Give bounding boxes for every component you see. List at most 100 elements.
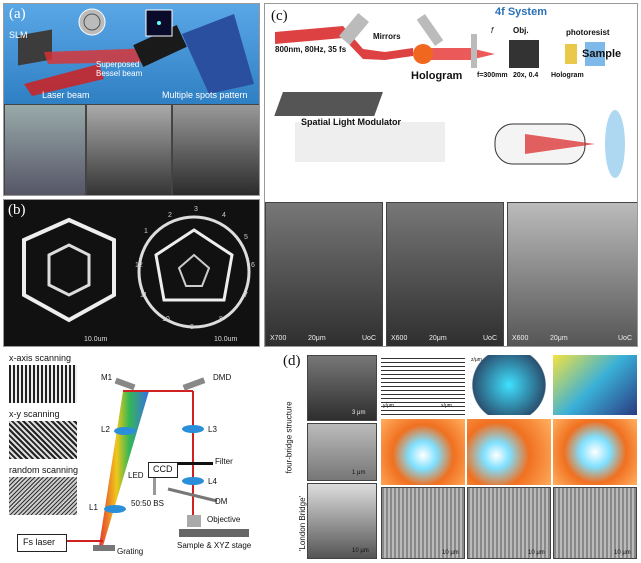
laser-label: Laser beam bbox=[42, 90, 90, 100]
bs-label: 50:50 BS bbox=[131, 499, 164, 508]
sample-label: Sample bbox=[582, 48, 622, 60]
sem-lab: UoC bbox=[618, 335, 633, 342]
grating-label: Grating bbox=[117, 547, 144, 556]
dm-label: DM bbox=[215, 497, 228, 506]
intensity-map bbox=[467, 419, 551, 485]
sem-image: X700 20μm UoC bbox=[265, 202, 383, 346]
sem-image: X600 20μm UoC bbox=[386, 202, 504, 346]
axis-x-label: x/μm bbox=[441, 403, 452, 409]
spots-label: Multiple spots pattern bbox=[162, 90, 248, 100]
scale-label: 10 μm bbox=[614, 550, 631, 556]
photoresist-label: photoresist bbox=[566, 28, 610, 37]
lattice-cube-sem: 10 μm bbox=[553, 487, 637, 559]
sem-lab: UoC bbox=[483, 335, 498, 342]
london-bridge-sem: 10 μm bbox=[307, 483, 377, 559]
panel-b-label: (b) bbox=[8, 202, 26, 218]
vertex-number: 10 bbox=[162, 316, 170, 323]
vertex-number: 9 bbox=[190, 324, 194, 331]
panel-c-label: (c) bbox=[271, 8, 288, 24]
pattern-label: x-axis scanning bbox=[9, 353, 72, 363]
panel-a-optics bbox=[18, 8, 254, 96]
intensity-map bbox=[381, 419, 465, 485]
hologram-small-label: Hologram bbox=[551, 72, 584, 79]
stage-label: Sample & XYZ stage bbox=[177, 541, 252, 550]
panel-c: (c) 800nm, 80Hz, 35 fs Mirrors 4f System… bbox=[264, 3, 638, 347]
obj-label: Obj. bbox=[513, 26, 529, 35]
row-label-four-bridge: four-bridge structure bbox=[284, 401, 294, 474]
filter-label: Filter bbox=[215, 457, 233, 466]
vertex-number: 5 bbox=[244, 234, 248, 241]
l4-label: L4 bbox=[208, 477, 217, 486]
vertex-number: 8 bbox=[219, 316, 223, 323]
vertex-number: 4 bbox=[222, 212, 226, 219]
hologram-label: Hologram bbox=[411, 70, 463, 82]
panel-a-label: (a) bbox=[9, 6, 26, 22]
vertex-number: 1 bbox=[144, 228, 148, 235]
sem-scale: 20μm bbox=[429, 335, 447, 342]
scale-label: 10 μm bbox=[352, 548, 369, 554]
lattice-cube-sem: 10 μm bbox=[467, 487, 551, 559]
ccd-label: CCD bbox=[153, 464, 173, 474]
sem-scale: 20μm bbox=[550, 335, 568, 342]
pattern-label: x-y scanning bbox=[9, 409, 60, 419]
vertex-number: 3 bbox=[194, 206, 198, 213]
obj-value: 20x, 0.4 bbox=[513, 72, 539, 79]
vertex-number: 6 bbox=[251, 262, 255, 269]
panel-a: (a) SLM Superposed Bessel beam Laser bea… bbox=[3, 3, 260, 196]
scale-label: 10 μm bbox=[442, 550, 459, 556]
sem-lab: UoC bbox=[362, 335, 377, 342]
l2-label: L2 bbox=[101, 425, 110, 434]
sem-mag: X600 bbox=[391, 335, 408, 342]
slm-label: SLM bbox=[9, 30, 28, 40]
sem-mag: X700 bbox=[270, 335, 287, 342]
l3-label: L3 bbox=[208, 425, 217, 434]
dmd-label: DMD bbox=[213, 373, 232, 382]
panel-b-scale-left: 10.0um bbox=[84, 336, 108, 343]
scale-label: 1 μm bbox=[352, 470, 366, 476]
axis-y-label: y/μm bbox=[383, 403, 394, 409]
system-label: 4f System bbox=[495, 6, 547, 18]
scale-label: 3 μm bbox=[352, 410, 366, 416]
panel-d: (d) four-bridge structure 'London Bridge… bbox=[283, 351, 638, 560]
pattern-image bbox=[9, 421, 77, 459]
pattern-image bbox=[9, 477, 77, 515]
fs-laser-box: Fs laser bbox=[17, 534, 67, 552]
sem-image: X600 20μm UoC bbox=[507, 202, 637, 346]
optical-path bbox=[65, 377, 249, 551]
objective-label: Objective bbox=[207, 515, 241, 524]
row-label-london-bridge: 'London Bridge' bbox=[298, 495, 308, 552]
pattern-image bbox=[9, 365, 77, 403]
four-bridge-sem: 3 μm bbox=[307, 355, 377, 421]
vertex-number: 12 bbox=[135, 262, 143, 269]
mirrors-label: Mirrors bbox=[373, 32, 401, 41]
intensity-map bbox=[553, 419, 637, 485]
beam-label: Superposed Bessel beam bbox=[96, 60, 143, 78]
f-value: f=300mm bbox=[477, 72, 508, 79]
vertex-number: 2 bbox=[168, 212, 172, 219]
panel-c-setup bbox=[274, 13, 625, 178]
scale-label: 10 μm bbox=[528, 550, 545, 556]
panel-b-scale-right: 10.0um bbox=[214, 336, 238, 343]
lattice-plot: z/μm bbox=[467, 355, 551, 415]
lattice-plot bbox=[553, 355, 637, 415]
panel-b: (b) 10.0um 10.0um 1 2 3 4 5 6 7 8 9 10 1… bbox=[3, 199, 260, 347]
panel-d-label: (d) bbox=[283, 353, 301, 369]
sem-scale: 20μm bbox=[308, 335, 326, 342]
lattice-cube-sem: 10 μm bbox=[381, 487, 465, 559]
l1-label: L1 bbox=[89, 503, 98, 512]
panel-a-coils-sem bbox=[86, 104, 172, 195]
sem-mag: X600 bbox=[512, 335, 529, 342]
led-label: LED bbox=[128, 471, 144, 480]
laser-params: 800nm, 80Hz, 35 fs bbox=[275, 45, 347, 54]
panel-a-helix-sem bbox=[172, 104, 259, 195]
m1-label: M1 bbox=[101, 373, 113, 382]
slm-text: Spatial Light Modulator bbox=[301, 117, 401, 127]
vertex-number: 11 bbox=[140, 292, 148, 299]
axis-z-label: z/μm bbox=[471, 357, 482, 363]
fs-laser-label: Fs laser bbox=[23, 537, 56, 547]
panel-scanning: x-axis scanning x-y scanning random scan… bbox=[3, 351, 281, 560]
panel-b-lattice bbox=[22, 215, 251, 329]
ccd-box: CCD bbox=[148, 462, 178, 478]
bridge-zoom-sem: 1 μm bbox=[307, 423, 377, 481]
f-label: f bbox=[491, 26, 494, 35]
